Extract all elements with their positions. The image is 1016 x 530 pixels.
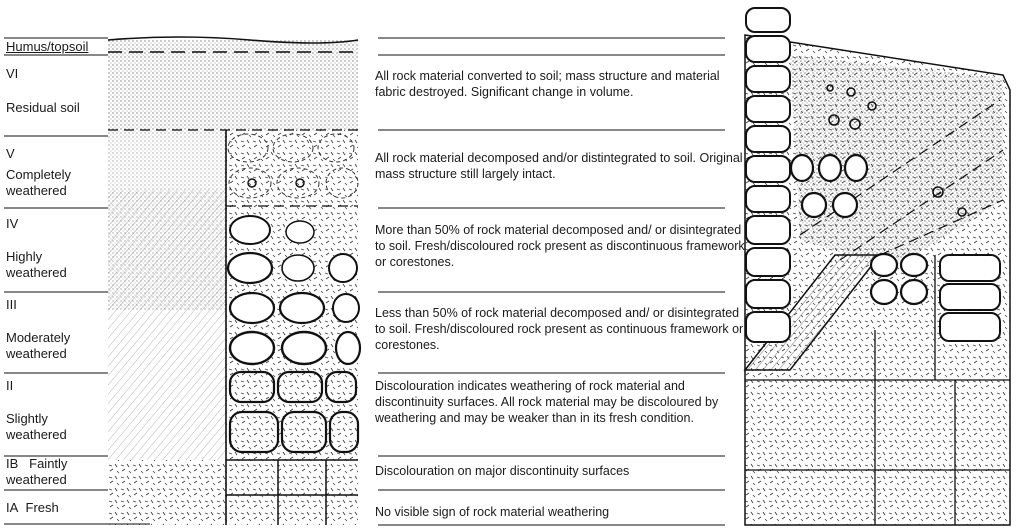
grade-label-humus-topsoil: Humus/topsoil: [6, 39, 88, 55]
description-completely-weathered: All rock material decomposed and/or dist…: [375, 150, 745, 182]
grade-name-highly-weathered: Highly weathered: [6, 249, 86, 281]
weathering-cross-section: [745, 8, 1010, 525]
grade-numeral-vi: VI: [6, 66, 18, 82]
grade-ib: IB Faintly weathered: [6, 456, 116, 488]
description-separators: [378, 38, 725, 525]
grade-numeral-ii: II: [6, 378, 13, 394]
description-residual-soil: All rock material converted to soil; mas…: [375, 68, 745, 100]
grade-name-slightly-weathered: Slightly weathered: [6, 411, 86, 443]
description-slightly-weathered: Discolouration indicates weathering of r…: [375, 378, 745, 426]
grade-numeral-iv: IV: [6, 216, 18, 232]
description-moderately-weathered: Less than 50% of rock material decompose…: [375, 305, 745, 353]
grade-numeral-ia: IA: [6, 500, 18, 515]
grade-numeral-iii: III: [6, 297, 17, 313]
description-faintly-weathered: Discolouration on major discontinuity su…: [375, 463, 745, 479]
grade-name-residual-soil: Residual soil: [6, 100, 80, 116]
description-fresh: No visible sign of rock material weather…: [375, 504, 745, 520]
grade-numeral-v: V: [6, 146, 15, 162]
grade-name-moderately-weathered: Moderately weathered: [6, 330, 96, 362]
grade-name-fresh: Fresh: [26, 500, 59, 515]
grade-ia: IA Fresh: [6, 500, 59, 516]
description-highly-weathered: More than 50% of rock material decompose…: [375, 222, 745, 270]
grade-numeral-ib: IB: [6, 456, 18, 471]
grade-name-completely-weathered: Completely weathered: [6, 167, 106, 199]
profile-left-column: [108, 37, 360, 525]
